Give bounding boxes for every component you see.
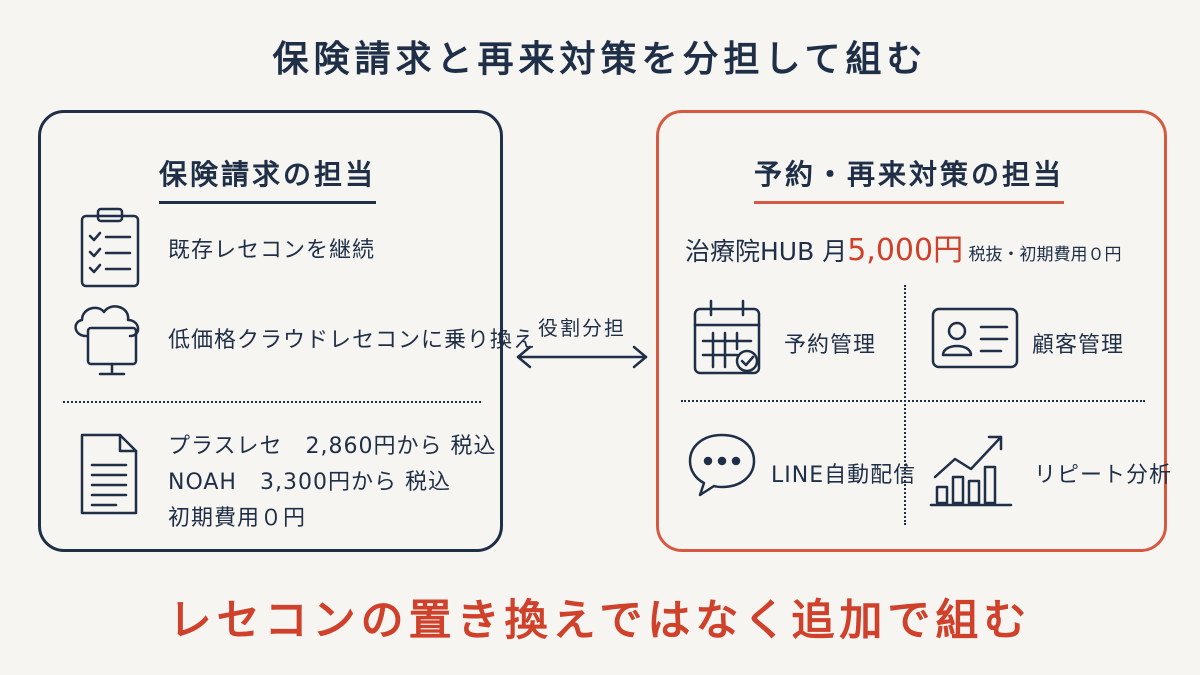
insurance-claim-panel: 保険請求の担当 既存レセコンを継続 低価格クラウドレセコンに乗り換え <box>38 110 535 552</box>
hub-price-suffix: 税抜・初期費用０円 <box>963 245 1122 265</box>
double-arrow-icon <box>512 342 652 376</box>
insurance-claim-heading: 保険請求の担当 <box>159 153 377 204</box>
id-card-icon <box>929 305 1021 371</box>
page-title: 保険請求と再来対策を分担して組む <box>272 39 928 80</box>
cloud-computer-icon <box>68 300 148 382</box>
reservation-management-label: 予約管理 <box>784 333 877 358</box>
footer-message: レセコンの置き換えではなく追加で組む <box>168 596 1032 646</box>
hub-price-amount: 5,000円 <box>847 233 964 268</box>
hub-price-prefix: 治療院HUB 月 <box>685 237 848 266</box>
role-split-label: 役割分担 <box>538 316 626 340</box>
left-divider <box>63 401 481 403</box>
cloud-rececon-label: 低価格クラウドレセコンに乗り換え <box>168 328 537 353</box>
right-vertical-divider <box>904 285 906 525</box>
calendar-icon <box>691 297 765 377</box>
price-noah: NOAH 3,300円から 税込 <box>168 470 451 495</box>
price-plusrese: プラスレセ 2,860円から 税込 <box>168 434 497 459</box>
document-icon <box>78 431 140 517</box>
reservation-panel: 予約・再来対策の担当 治療院HUB 月5,000円 税抜・初期費用０円 予約管理 <box>656 110 1171 552</box>
customer-management-label: 顧客管理 <box>1032 333 1125 358</box>
line-auto-delivery-label: LINE自動配信 <box>771 463 917 488</box>
clipboard-checklist-icon <box>78 206 142 290</box>
repeat-analysis-label: リピート分析 <box>1034 463 1173 488</box>
bar-chart-trend-icon <box>929 427 1013 509</box>
right-horizontal-divider <box>681 400 1145 402</box>
existing-rececon-label: 既存レセコンを継続 <box>168 238 376 263</box>
initial-cost-free: 初期費用０円 <box>168 506 307 531</box>
reservation-heading: 予約・再来対策の担当 <box>754 153 1065 204</box>
hub-price-line: 治療院HUB 月5,000円 税抜・初期費用０円 <box>685 225 1122 269</box>
chat-bubble-icon <box>686 429 758 499</box>
